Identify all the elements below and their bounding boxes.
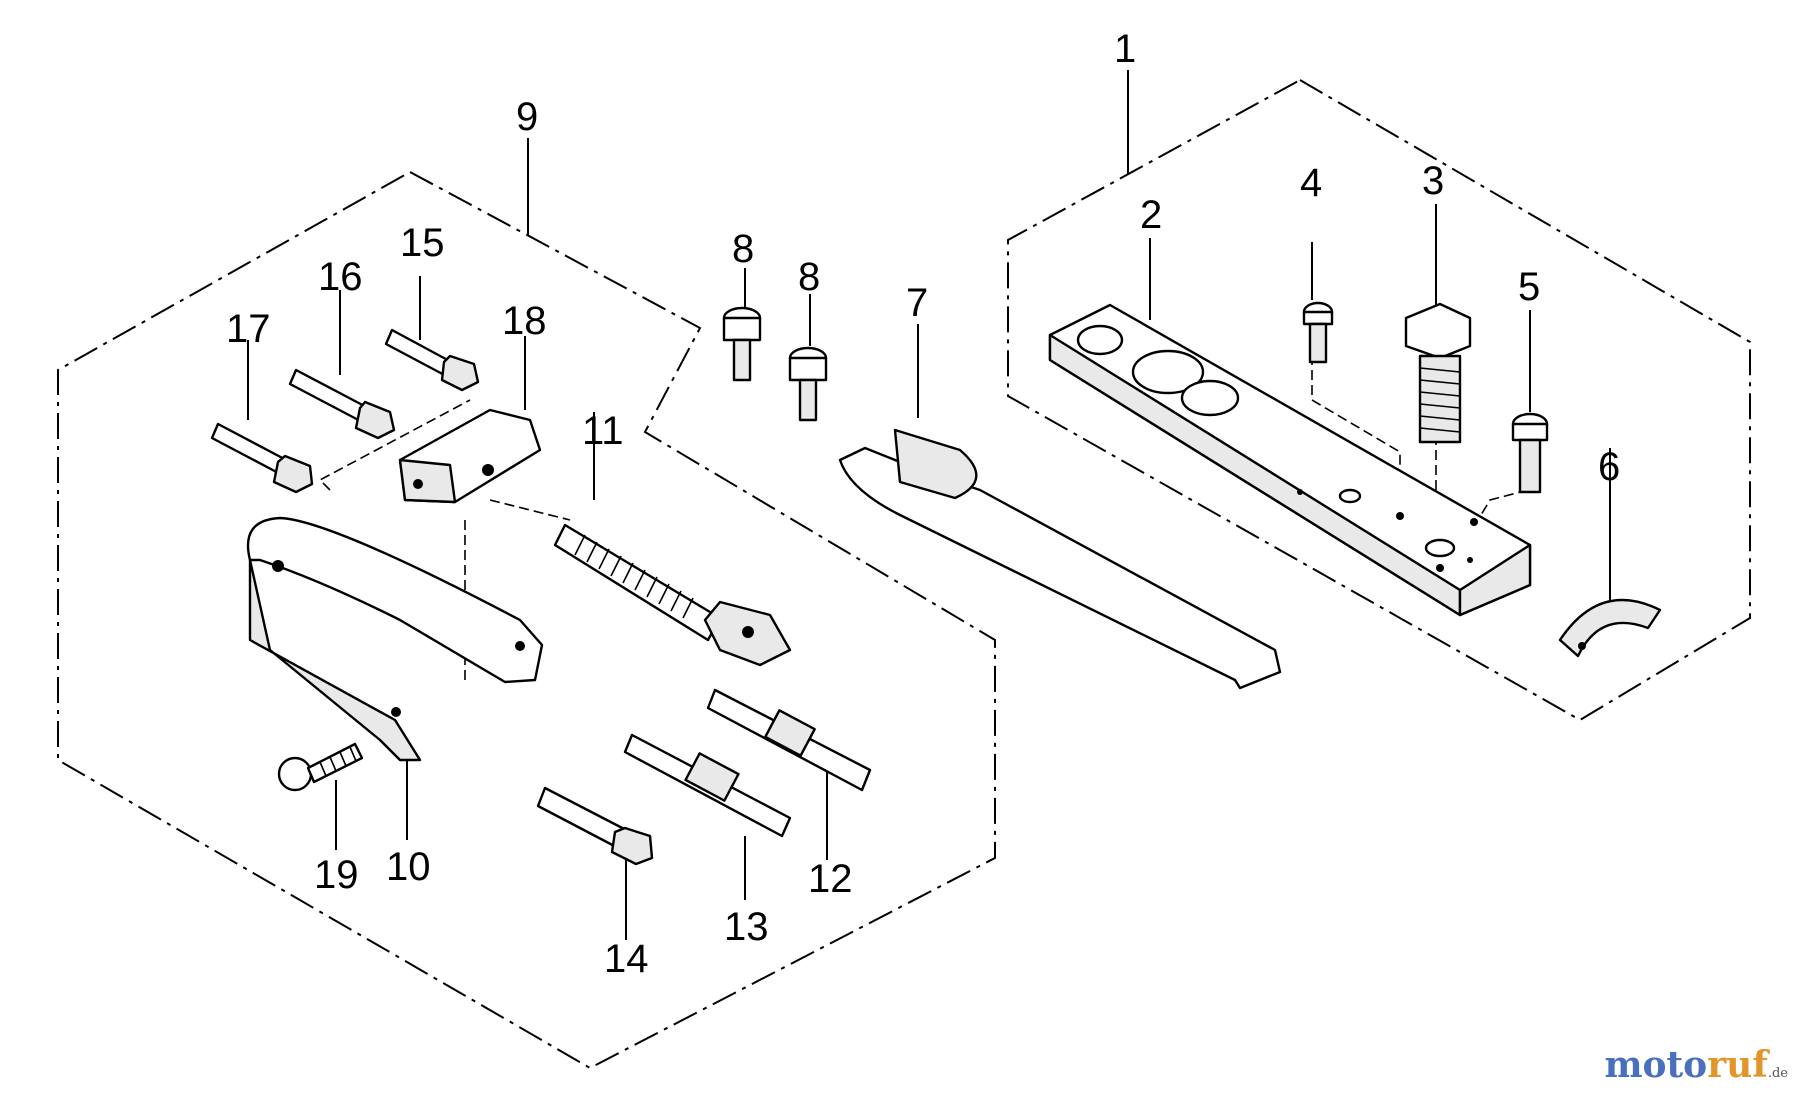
callout-9: 9 [516,95,538,139]
blade-part-7 [838,428,1282,690]
stepped-pin-part-12 [706,688,872,792]
bolt-part-5 [1511,412,1549,494]
plate-part-2 [1048,303,1532,617]
callout-17: 17 [226,307,271,351]
watermark-part-3: .de [1767,1066,1788,1081]
pin-part-8a [722,306,762,382]
watermark-logo: motoruf.de [1604,1044,1788,1086]
threaded-rod-part-11 [553,523,792,667]
callout-16: 16 [318,255,363,299]
callout-8b: 8 [798,255,820,299]
block-part-18 [398,408,542,504]
stepped-pin-part-13 [623,733,792,838]
callout-18: 18 [502,299,547,343]
screw-part-17 [210,422,314,494]
watermark-part-2: ruf [1707,1044,1768,1086]
bracket-part-10 [246,516,544,762]
group-9-outline [57,170,996,1070]
curved-shim-part-6 [1558,598,1662,658]
callout-15: 15 [400,221,445,265]
small-bolt-part-4 [1302,301,1334,364]
callout-1: 1 [1114,27,1136,71]
callout-3: 3 [1422,159,1444,203]
screw-part-16 [288,368,396,440]
callout-19: 19 [314,853,359,897]
callout-11: 11 [582,409,624,453]
large-bolt-part-3 [1404,302,1472,444]
watermark-part-1: moto [1604,1044,1708,1086]
callout-4: 4 [1300,161,1322,205]
hex-pin-part-14 [536,786,654,866]
callout-12: 12 [808,857,853,901]
callout-2: 2 [1140,193,1162,237]
callout-13: 13 [724,905,769,949]
callout-7: 7 [906,281,928,325]
group-1-outline [1007,78,1751,722]
callout-5: 5 [1518,265,1540,309]
callout-6: 6 [1598,445,1620,489]
screw-part-15 [384,328,480,392]
callout-10: 10 [386,845,431,889]
pin-part-8b [788,346,828,422]
callout-14: 14 [604,937,649,981]
screw-part-19 [277,742,364,792]
callout-8a: 8 [732,227,754,271]
